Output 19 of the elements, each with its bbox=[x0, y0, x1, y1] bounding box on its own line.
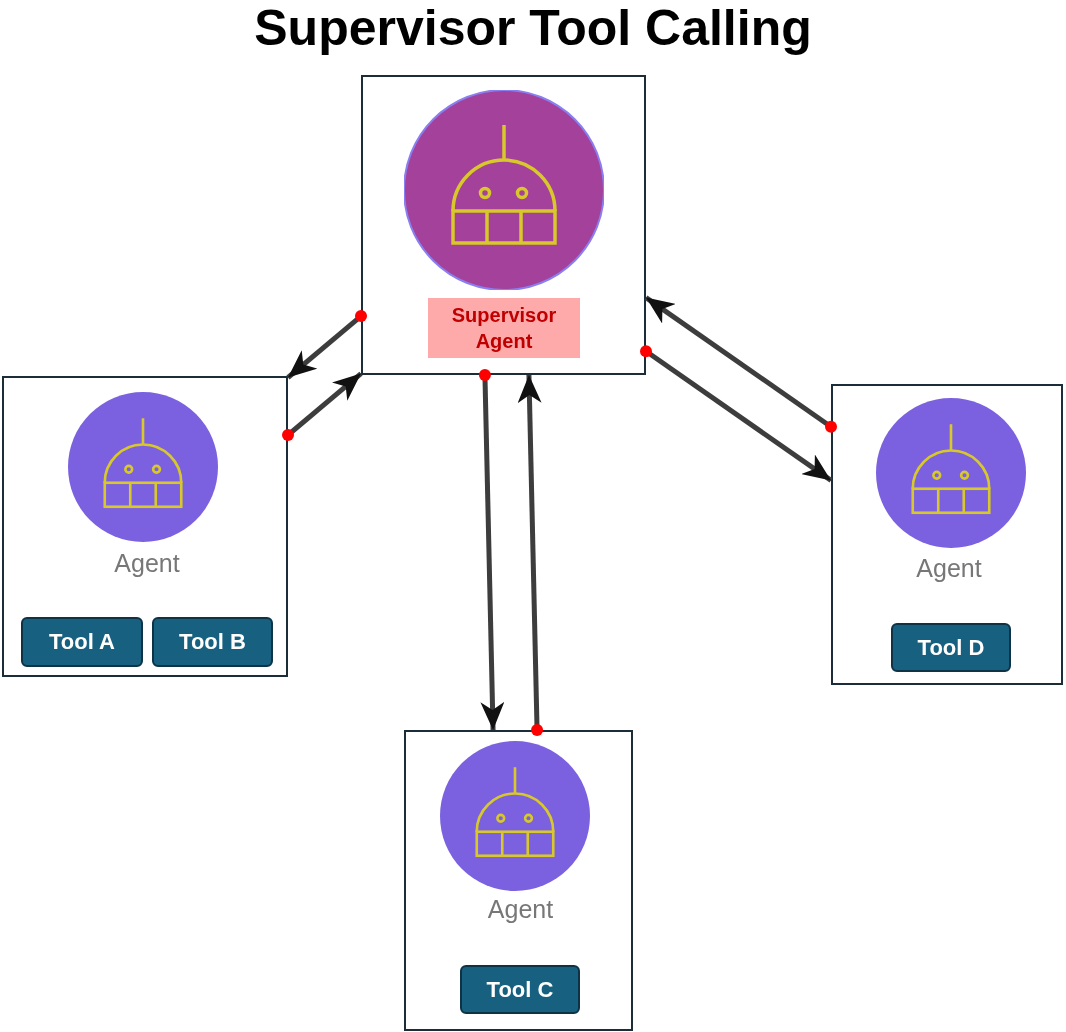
agent-card bbox=[831, 384, 1063, 685]
arrow bbox=[478, 369, 505, 731]
agent-label: Agent bbox=[915, 553, 983, 583]
diagram-title: Supervisor Tool Calling bbox=[253, 0, 813, 56]
agent-label: Agent bbox=[486, 894, 555, 924]
arrow bbox=[282, 371, 363, 441]
agent-label: Agent bbox=[113, 548, 181, 578]
arrow bbox=[286, 310, 367, 380]
arrow bbox=[644, 295, 837, 433]
agent-card bbox=[2, 376, 288, 677]
tool-tag: Tool B bbox=[152, 617, 273, 667]
tool-tag: Tool D bbox=[891, 623, 1011, 672]
tool-tag: Tool C bbox=[460, 965, 580, 1014]
agent-card bbox=[404, 730, 633, 1031]
arrow bbox=[517, 374, 544, 736]
arrow bbox=[640, 345, 833, 483]
tool-tag: Tool A bbox=[21, 617, 143, 667]
agent-card bbox=[361, 75, 646, 375]
agent-label: Supervisor Agent bbox=[428, 298, 580, 358]
